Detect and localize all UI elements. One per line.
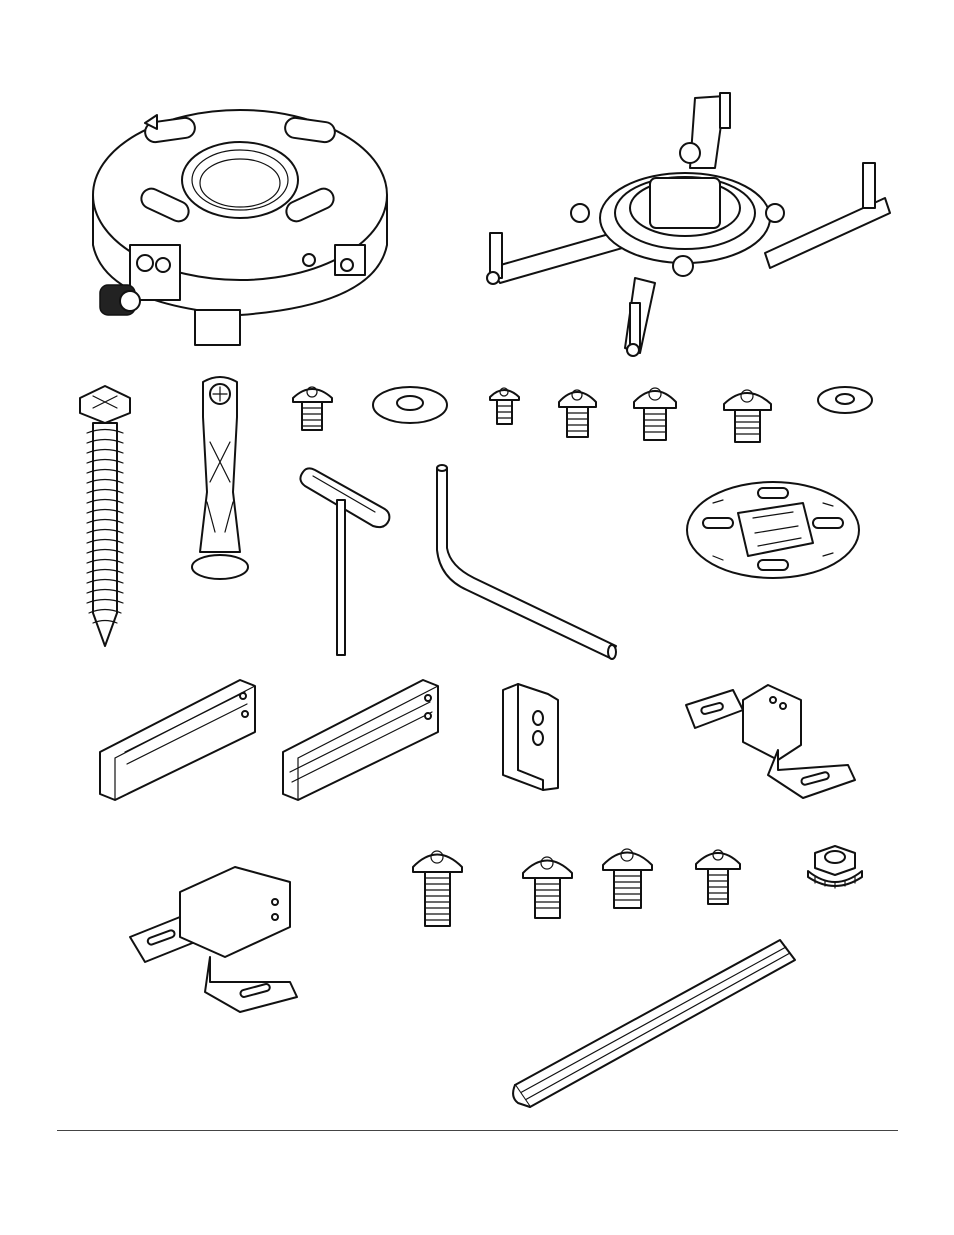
footer-rule (57, 1130, 898, 1131)
lag-screw (75, 378, 135, 653)
security-t-wrench (295, 462, 395, 662)
short-screw (693, 842, 743, 907)
universal-projector-mount (465, 88, 895, 363)
extension-tube-b (278, 672, 448, 804)
medium-screw-a (520, 848, 575, 923)
flange-screw-a (555, 382, 600, 442)
medium-screw-b (600, 840, 655, 912)
adapter-plate (683, 478, 863, 583)
ceiling-adapter-ring (85, 95, 395, 355)
large-flat-washer (370, 383, 450, 428)
small-flat-washer (815, 383, 875, 418)
wall-anchor (185, 372, 255, 587)
flange-screw-c (720, 382, 775, 447)
extension-tube-a (95, 672, 265, 804)
mini-screw (487, 383, 522, 428)
hex-key (432, 460, 622, 665)
long-screw (410, 842, 465, 930)
button-head-screw-small (290, 380, 335, 435)
flange-screw-b (630, 380, 680, 445)
z-bracket (498, 680, 568, 795)
rail-channel (510, 935, 800, 1115)
flange-nut (805, 843, 865, 891)
leg-bracket-small (683, 680, 858, 800)
leg-bracket-large (125, 862, 300, 1012)
